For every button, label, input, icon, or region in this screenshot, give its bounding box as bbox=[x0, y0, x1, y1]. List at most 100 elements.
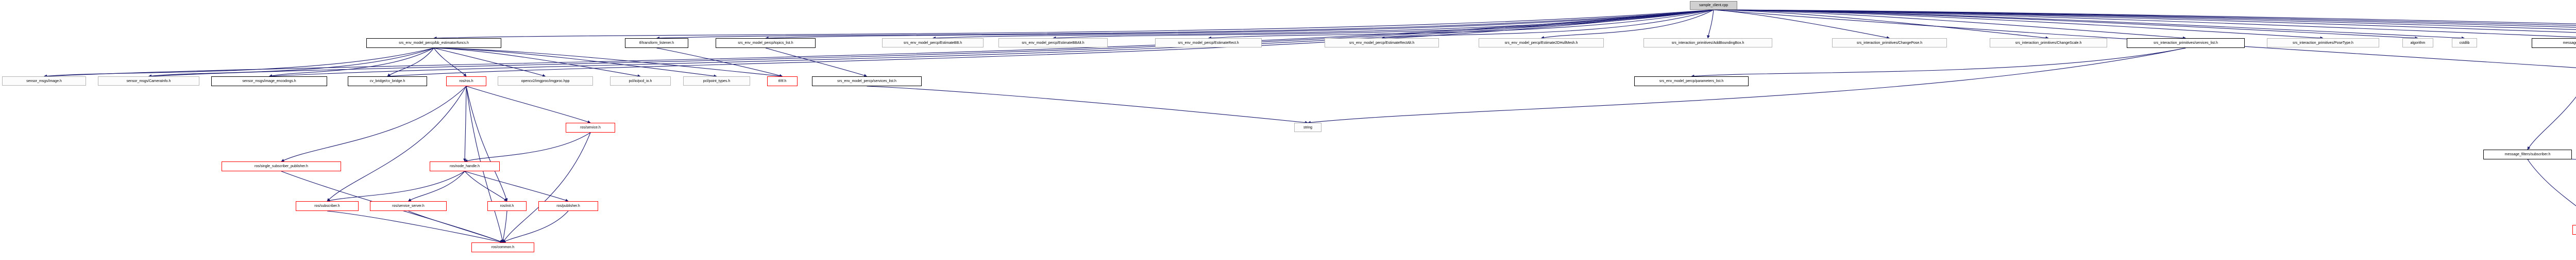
graph-node-label: ros/single_subscriber_publisher.h bbox=[255, 165, 308, 168]
graph-node-pcd_io_h[interactable]: pcl/io/pcd_io.h bbox=[610, 76, 671, 86]
graph-edge bbox=[1381, 9, 1714, 40]
graph-edge bbox=[466, 86, 504, 243]
graph-node-changePose[interactable]: srs_interaction_primitives/ChangePose.h bbox=[1832, 38, 1947, 47]
graph-node-estimateRect[interactable]: srs_env_model_percp/EstimateRect.h bbox=[1155, 38, 1262, 47]
graph-edge bbox=[656, 47, 783, 77]
graph-node-ros_servserver[interactable]: ros/service_server.h bbox=[370, 201, 447, 211]
graph-edge bbox=[1208, 9, 1714, 40]
graph-edge bbox=[464, 171, 507, 202]
graph-node-label: srs_interaction_primitives/PoseType.h bbox=[2293, 41, 2353, 45]
graph-edge bbox=[433, 47, 783, 78]
graph-node-tf_tf_h[interactable]: tf/tf.h bbox=[767, 76, 798, 86]
graph-node-label: opencv2/imgproc/imgproc.hpp bbox=[521, 79, 570, 83]
graph-node-label: ros/node_handle.h bbox=[450, 165, 480, 168]
graph-node-ip_services_list[interactable]: srs_interaction_primitives/services_list… bbox=[2127, 38, 2245, 48]
graph-edge bbox=[268, 9, 1714, 78]
graph-node-label: srs_interaction_primitives/services_list… bbox=[2154, 41, 2218, 45]
graph-node-label: srs_interaction_primitives/ChangeScale.h bbox=[2015, 41, 2082, 45]
graph-edge bbox=[327, 171, 465, 202]
graph-node-label: tf/transform_listener.h bbox=[639, 41, 674, 45]
graph-edge bbox=[148, 47, 434, 78]
graph-node-label: ros/common.h bbox=[491, 246, 515, 249]
graph-edge bbox=[867, 86, 1309, 124]
graph-edge bbox=[43, 47, 434, 78]
graph-node-label: srs_env_model_percp/EstimateRect.h bbox=[1178, 41, 1239, 45]
graph-node-poseType[interactable]: srs_interaction_primitives/PoseType.h bbox=[2267, 38, 2379, 47]
graph-node-label: ros/publisher.h bbox=[556, 204, 580, 208]
graph-edge bbox=[408, 210, 503, 243]
graph-node-topics_list[interactable]: srs_env_model_percp/topics_list.h bbox=[716, 38, 816, 48]
graph-node-imgproc_hpp[interactable]: opencv2/imgproc/imgproc.hpp bbox=[498, 76, 593, 86]
graph-node-point_types_h[interactable]: pcl/point_types.h bbox=[683, 76, 750, 86]
graph-edge bbox=[281, 86, 467, 162]
graph-edge bbox=[1713, 9, 2576, 38]
graph-node-tf_listener[interactable]: tf/transform_listener.h bbox=[625, 38, 688, 48]
graph-edge bbox=[1713, 9, 2465, 40]
graph-node-label: srs_env_model_percp/bb_estimator/funcs.h bbox=[399, 41, 469, 45]
graph-node-mf_subscriber[interactable]: message_filters/subscriber.h bbox=[2483, 150, 2572, 159]
graph-node-ros_publisher[interactable]: ros/publisher.h bbox=[538, 201, 598, 211]
graph-node-label: message_filters/subscriber.h bbox=[2504, 153, 2551, 156]
graph-node-string_h[interactable]: string bbox=[1294, 123, 1321, 132]
graph-node-params_list[interactable]: srs_env_model_percp/parameters_list.h bbox=[1634, 76, 1749, 86]
graph-node-ros_ssp[interactable]: ros/single_subscriber_publisher.h bbox=[222, 161, 341, 171]
graph-node-label: srs_env_model_percp/topics_list.h bbox=[738, 41, 793, 45]
graph-node-label: cv_bridge/cv_bridge.h bbox=[369, 79, 405, 83]
graph-node-label: srs_env_model_percp/EstimateBB.h bbox=[903, 41, 962, 45]
graph-node-image_enc_h[interactable]: sensor_msgs/image_encodings.h bbox=[211, 76, 327, 86]
graph-edge bbox=[502, 210, 569, 243]
graph-node-algorithm[interactable]: algorithm bbox=[2402, 38, 2433, 47]
graph-edge bbox=[1706, 9, 1714, 39]
graph-node-ros_init[interactable]: ros/init.h bbox=[487, 201, 527, 211]
graph-node-label: tf/tf.h bbox=[778, 79, 787, 83]
graph-edge bbox=[932, 9, 1714, 40]
graph-edge bbox=[433, 47, 717, 78]
graph-edge bbox=[148, 9, 1714, 78]
graph-node-approx_time[interactable]: message_filters/sync_policies/approximat… bbox=[2532, 38, 2576, 48]
graph-node-label: sensor_msgs/CameraInfo.h bbox=[126, 79, 171, 83]
graph-edge bbox=[1713, 9, 1890, 39]
graph-edge bbox=[463, 86, 467, 162]
graph-node-ros_service[interactable]: ros/service.h bbox=[566, 123, 615, 133]
graph-edge bbox=[1713, 9, 2576, 28]
graph-edge bbox=[2527, 159, 2576, 206]
graph-node-label: ros/service_server.h bbox=[392, 204, 425, 208]
graph-node-estimateBB[interactable]: srs_env_model_percp/EstimateBB.h bbox=[882, 38, 984, 47]
graph-node-changeScale[interactable]: srs_interaction_primitives/ChangeScale.h bbox=[1990, 38, 2107, 47]
graph-node-connection_red[interactable]: connection.h bbox=[2572, 225, 2576, 235]
graph-node-estimate2DHull[interactable]: srs_env_model_percp/Estimate2DHullMesh.h bbox=[1479, 38, 1604, 47]
graph-node-ros_nodehandle[interactable]: ros/node_handle.h bbox=[430, 161, 500, 171]
graph-node-ros_subscriber[interactable]: ros/subscriber.h bbox=[296, 201, 359, 211]
graph-node-estimateRectAlt[interactable]: srs_env_model_percp/EstimateRectAlt.h bbox=[1325, 38, 1439, 47]
graph-edge bbox=[433, 47, 641, 78]
graph-edge bbox=[43, 9, 1714, 78]
graph-node-label: srs_env_model_percp/EstimateBBAlt.h bbox=[1022, 41, 1084, 45]
graph-edge bbox=[268, 47, 434, 77]
graph-edge bbox=[1713, 9, 2324, 40]
graph-node-root[interactable]: sample_client.cpp bbox=[1690, 1, 1737, 10]
graph-node-bb_funcs[interactable]: srs_env_model_percp/bb_estimator/funcs.h bbox=[366, 38, 501, 48]
graph-node-ros_common[interactable]: ros/common.h bbox=[471, 242, 534, 252]
graph-node-label: srs_env_model_percp/parameters_list.h bbox=[1659, 79, 1724, 83]
graph-node-cstdlib[interactable]: cstdlib bbox=[2452, 38, 2477, 47]
graph-node-addBoundingBox[interactable]: srs_interaction_primitives/AddBoundingBo… bbox=[1643, 38, 1772, 47]
graph-edge bbox=[1691, 47, 2186, 78]
graph-node-label: pcl/io/pcd_io.h bbox=[629, 79, 652, 83]
graph-node-label: string bbox=[1303, 125, 1313, 129]
graph-edge bbox=[1713, 9, 2049, 40]
graph-edge bbox=[1713, 9, 2187, 40]
graph-node-estimateBBAlt[interactable]: srs_env_model_percp/EstimateBBAlt.h bbox=[998, 38, 1108, 47]
graph-node-env_services_list[interactable]: srs_env_model_percp/services_list.h bbox=[812, 76, 922, 86]
graph-node-ros_ros_h[interactable]: ros/ros.h bbox=[446, 76, 486, 86]
graph-node-label: pcl/point_types.h bbox=[703, 79, 731, 83]
graph-node-label: srs_env_model_percp/EstimateRectAlt.h bbox=[1349, 41, 1415, 45]
graph-node-cv_bridge_h[interactable]: cv_bridge/cv_bridge.h bbox=[348, 76, 427, 86]
graph-node-label: sensor_msgs/Image.h bbox=[26, 79, 62, 83]
graph-edge bbox=[765, 47, 868, 77]
graph-edge bbox=[464, 132, 591, 163]
graph-edge bbox=[656, 9, 1714, 40]
graph-node-image_h[interactable]: sensor_msgs/Image.h bbox=[2, 76, 86, 86]
graph-node-camerainfo_h[interactable]: sensor_msgs/CameraInfo.h bbox=[98, 76, 199, 86]
